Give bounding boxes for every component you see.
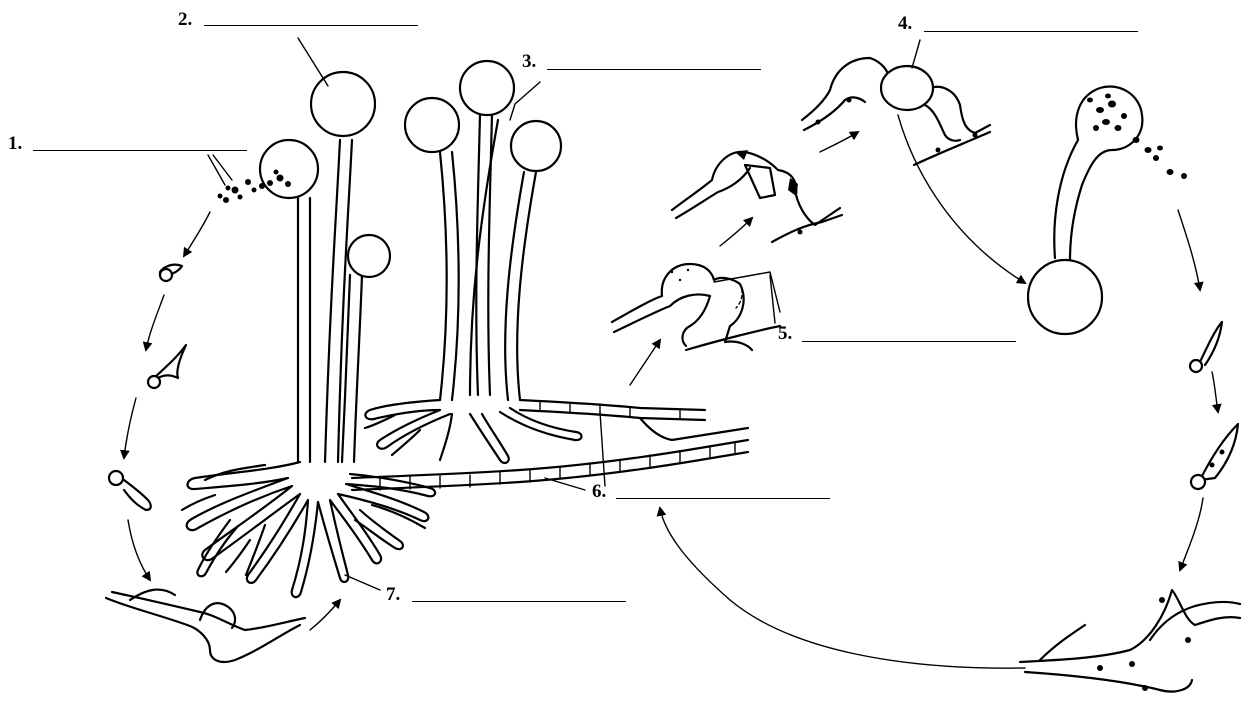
gametangia-stage-2 bbox=[672, 150, 842, 242]
answer-blank-1[interactable] bbox=[33, 150, 247, 151]
sporangiophores-left bbox=[218, 72, 391, 462]
answer-blank-7[interactable] bbox=[412, 601, 626, 602]
germinating-zygospore bbox=[1028, 87, 1187, 334]
label-5: 5. bbox=[778, 324, 792, 344]
label-6: 6. bbox=[592, 482, 606, 502]
stolon bbox=[352, 400, 748, 490]
label-1: 1. bbox=[8, 134, 22, 154]
rhizoids-left bbox=[182, 462, 435, 597]
spore-germination-left bbox=[106, 265, 305, 662]
answer-blank-3[interactable] bbox=[547, 69, 761, 70]
answer-blank-5[interactable] bbox=[802, 341, 1016, 342]
gametangia-stage-1 bbox=[612, 264, 780, 350]
label-3: 3. bbox=[522, 52, 536, 72]
label-2: 2. bbox=[178, 10, 192, 30]
gametangia-stage-3 bbox=[802, 58, 990, 165]
answer-blank-4[interactable] bbox=[924, 31, 1138, 32]
answer-blank-2[interactable] bbox=[204, 25, 418, 26]
label-7: 7. bbox=[386, 585, 400, 605]
label-4: 4. bbox=[898, 14, 912, 34]
answer-blank-6[interactable] bbox=[616, 498, 830, 499]
spore-germination-right bbox=[1020, 322, 1240, 692]
sporangiophores-right bbox=[365, 61, 582, 463]
